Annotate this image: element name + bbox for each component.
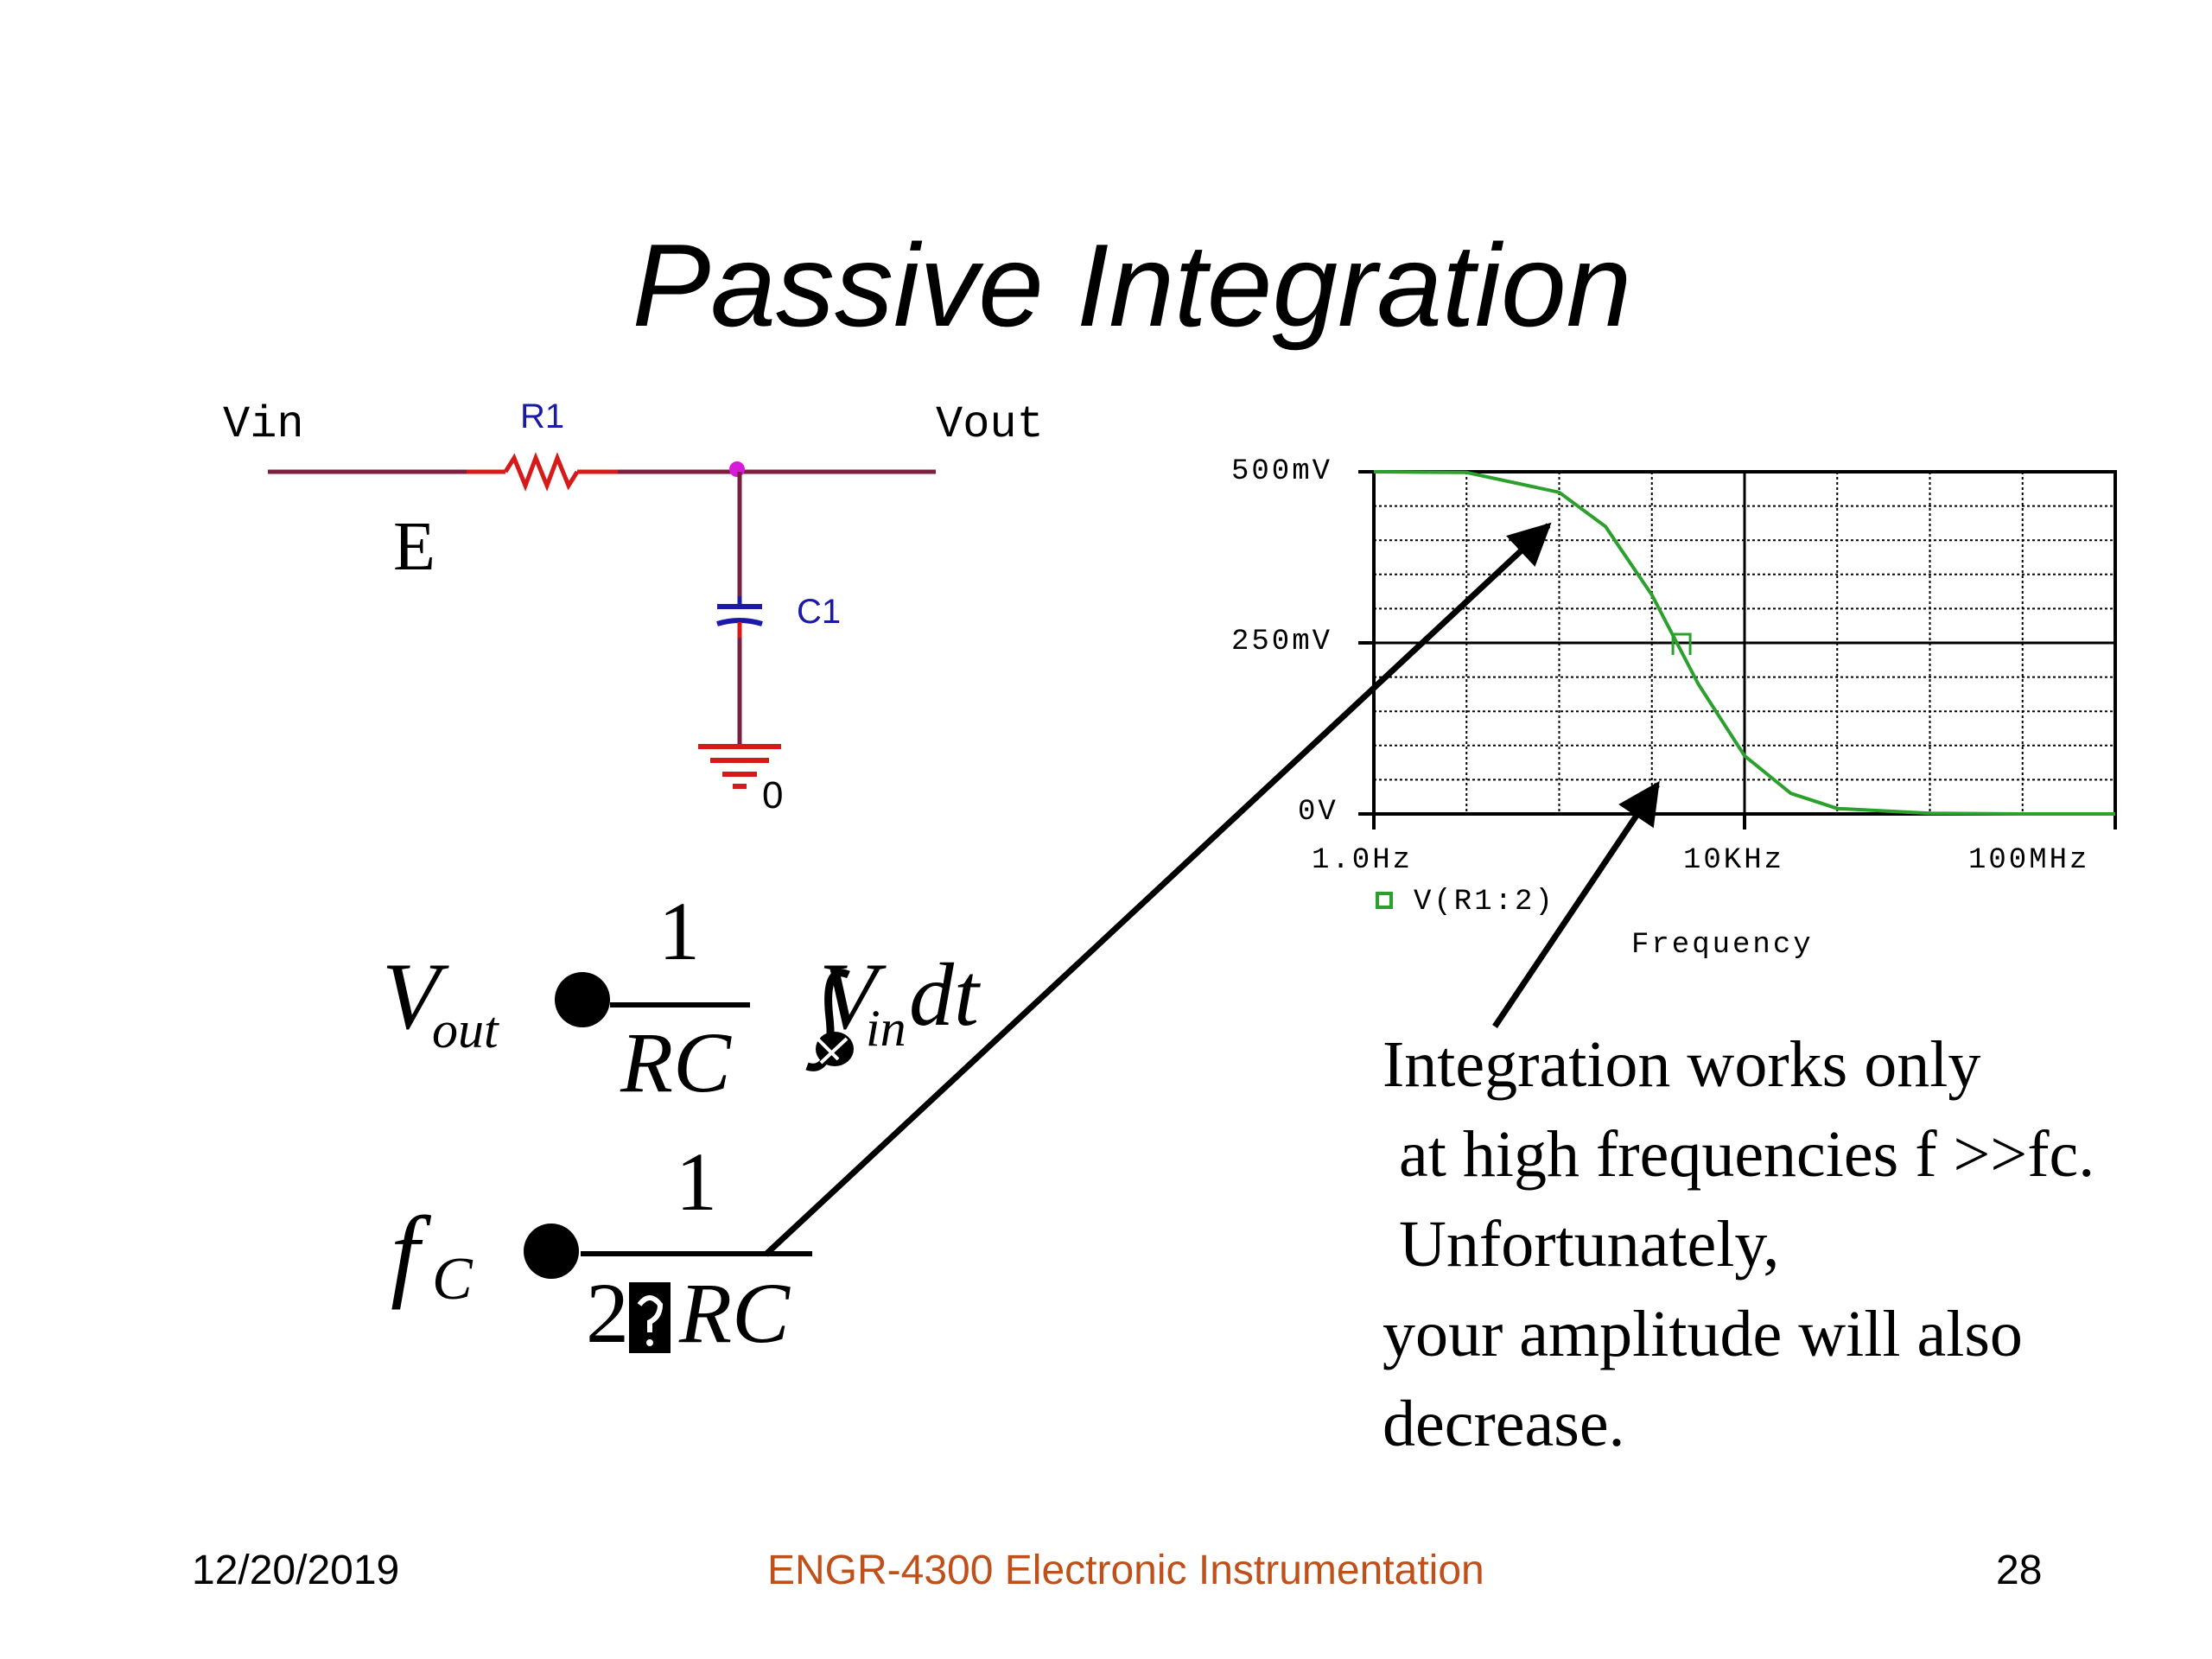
slide-title: Passive Integration (632, 219, 1632, 351)
vout-label: Vout (936, 399, 1044, 450)
vout-subscript: out (432, 1001, 499, 1058)
footer-course: ENGR-4300 Electronic Instrumentation (767, 1548, 1484, 1593)
integral-glyph-icon (805, 969, 854, 1071)
fc-fraction-bar (581, 1251, 812, 1256)
capacitor-plate-bottom (716, 618, 763, 626)
pi-glyph-icon (629, 1282, 671, 1353)
equals-bullet (555, 972, 610, 1027)
x-axis-label: Frequency (1631, 929, 1814, 962)
equals-bullet (524, 1224, 579, 1279)
r1-label: R1 (520, 397, 565, 435)
fc-subscript: C (432, 1246, 473, 1313)
vin-subscript: in (866, 1000, 906, 1057)
legend-marker (1376, 892, 1393, 909)
resistor-r1 (503, 452, 580, 492)
source-label: E (393, 509, 435, 585)
fc-arrow (763, 522, 1552, 1257)
vout-symbol: V (382, 944, 441, 1049)
cursor-marker (1671, 632, 1692, 655)
caption-text: Integration works only at high frequenci… (1382, 1020, 2212, 1469)
dt-symbol: dt (909, 945, 979, 1045)
vout-denominator: RC (620, 1014, 731, 1110)
caption-line: your amplitude will also (1382, 1298, 2023, 1370)
fc-numerator: 1 (676, 1135, 717, 1228)
y-tick-label: 500mV (1231, 455, 1333, 488)
vout-fraction-bar (610, 1002, 750, 1007)
vout-numerator: 1 (658, 885, 700, 977)
fc-denominator-prefix: 2 (586, 1265, 629, 1361)
caption-line: at high frequencies f >>fc. (1382, 1118, 2095, 1191)
fc-symbol: f (391, 1195, 420, 1310)
c1-label: C1 (797, 593, 842, 631)
x-tick-label: 1.0Hz (1312, 844, 1414, 877)
x-tick-label: 100MHz (1968, 844, 2090, 877)
caption-line: Integration works only (1382, 1028, 1981, 1101)
y-tick-label: 250mV (1231, 626, 1333, 658)
series-line-v-r1-2 (1373, 470, 2115, 816)
legend-label: V(R1:2) (1414, 886, 1555, 918)
fc-denominator-suffix: RC (679, 1265, 790, 1361)
vin-label: Vin (223, 399, 304, 450)
y-tick-label: 0V (1298, 796, 1338, 829)
footer-date: 12/20/2019 (192, 1548, 400, 1593)
caption-line: Unfortunately, (1382, 1208, 1780, 1281)
ground-label: 0 (762, 774, 784, 817)
caption-arrow (1492, 780, 1660, 1028)
caption-line: decrease. (1382, 1388, 1625, 1460)
vin-symbol: V (819, 944, 878, 1049)
x-tick-label: 10KHz (1683, 844, 1785, 877)
footer-page-number: 28 (1996, 1548, 2043, 1593)
